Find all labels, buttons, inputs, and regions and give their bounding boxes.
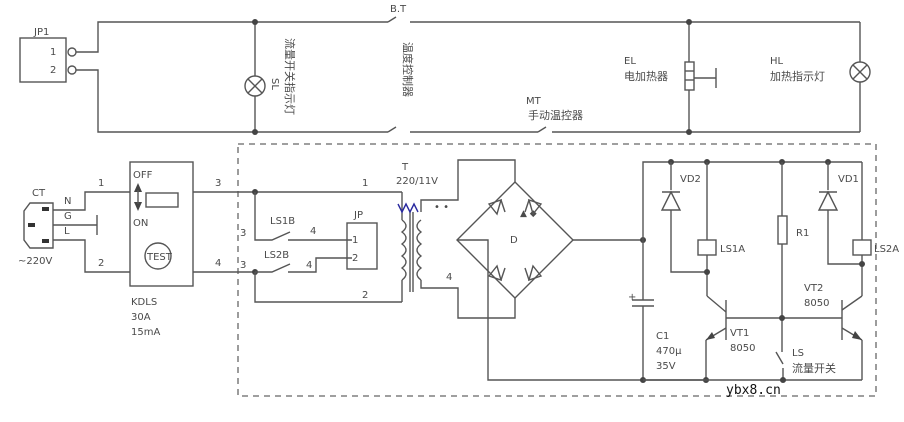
svg-text:▲ ◆: ▲ ◆ bbox=[520, 209, 537, 219]
ct-power-socket: CT ~220V N G L bbox=[18, 188, 72, 267]
svg-text:3: 3 bbox=[240, 260, 246, 271]
jp-connector: JP 1 2 bbox=[346, 210, 378, 270]
relay-coil-ls1a: LS1A bbox=[697, 162, 745, 296]
svg-text:D: D bbox=[510, 235, 518, 246]
svg-text:VD2: VD2 bbox=[680, 174, 701, 185]
kdls-leakage-breaker: OFF ON TEST KDLS 30A 15mA bbox=[129, 161, 194, 338]
svg-text:流量开关指示灯: 流量开关指示灯 bbox=[283, 38, 297, 115]
transistor-vt1: VT1 8050 bbox=[705, 295, 842, 380]
svg-text:8050: 8050 bbox=[730, 343, 755, 354]
svg-text:470μ: 470μ bbox=[656, 346, 682, 357]
svg-text:4: 4 bbox=[215, 258, 221, 269]
svg-text:MT: MT bbox=[526, 96, 542, 107]
svg-text:+: + bbox=[628, 292, 636, 303]
svg-text:LS: LS bbox=[792, 348, 804, 359]
svg-text:2: 2 bbox=[98, 258, 104, 269]
diode-vd1: VD1 bbox=[817, 162, 862, 265]
svg-text:C1: C1 bbox=[656, 331, 669, 342]
svg-text:KDLS: KDLS bbox=[131, 297, 157, 308]
resistor-r1: R1 bbox=[777, 162, 809, 322]
svg-text:手动温控器: 手动温控器 bbox=[528, 108, 583, 122]
svg-text:TEST: TEST bbox=[146, 252, 173, 263]
svg-text:4: 4 bbox=[310, 226, 316, 237]
svg-text:1: 1 bbox=[50, 47, 56, 58]
svg-text:4: 4 bbox=[446, 272, 452, 283]
svg-text:• •: • • bbox=[434, 202, 449, 213]
relay-coil-ls2a: LS2A bbox=[852, 162, 899, 296]
svg-text:B.T: B.T bbox=[390, 4, 407, 15]
svg-text:T: T bbox=[401, 162, 409, 173]
svg-text:LS2B: LS2B bbox=[264, 250, 289, 261]
svg-text:电加热器: 电加热器 bbox=[624, 70, 668, 83]
svg-text:15mA: 15mA bbox=[131, 327, 160, 338]
svg-text:VT2: VT2 bbox=[804, 283, 823, 294]
watermark: ybx8.cn bbox=[726, 383, 781, 398]
svg-text:R1: R1 bbox=[796, 228, 809, 239]
svg-text:4: 4 bbox=[306, 260, 312, 271]
svg-text:加热指示灯: 加热指示灯 bbox=[770, 69, 825, 83]
svg-text:流量开关: 流量开关 bbox=[792, 361, 836, 375]
bt-temperature-controller: B.T 温度控制器 bbox=[387, 4, 860, 133]
svg-text:JP1: JP1 bbox=[33, 27, 49, 38]
svg-text:1: 1 bbox=[362, 178, 368, 189]
transformer-t: T 220/11V • • bbox=[396, 162, 449, 302]
svg-text:温度控制器: 温度控制器 bbox=[401, 42, 415, 97]
svg-text:N: N bbox=[64, 196, 71, 207]
svg-text:G: G bbox=[64, 211, 72, 222]
jp1-connector: JP1 1 2 bbox=[19, 27, 77, 83]
svg-text:220/11V: 220/11V bbox=[396, 176, 438, 187]
svg-text:~220V: ~220V bbox=[18, 256, 52, 267]
mt-manual-thermostat: MT 手动温控器 bbox=[526, 96, 860, 133]
svg-text:3: 3 bbox=[240, 228, 246, 239]
svg-text:L: L bbox=[64, 226, 70, 237]
control-board-boundary bbox=[237, 143, 877, 397]
svg-text:8050: 8050 bbox=[804, 298, 829, 309]
ls2b-switch: LS2B 4 bbox=[255, 250, 352, 273]
svg-text:35V: 35V bbox=[656, 361, 676, 372]
capacitor-c1: + C1 470μ 35V bbox=[628, 240, 682, 380]
svg-text:LS2A: LS2A bbox=[874, 244, 899, 255]
ls-flow-switch: LS 流量开关 bbox=[775, 322, 836, 380]
svg-text:JP: JP bbox=[353, 210, 363, 221]
svg-text:2: 2 bbox=[50, 65, 56, 76]
sl-indicator-lamp: SL 流量开关指示灯 bbox=[244, 19, 297, 135]
svg-text:EL: EL bbox=[624, 56, 636, 67]
svg-text:ON: ON bbox=[133, 218, 148, 229]
svg-text:CT: CT bbox=[32, 188, 46, 199]
bridge-rectifier-d: D bbox=[456, 181, 574, 299]
svg-text:1: 1 bbox=[352, 235, 358, 246]
el-electric-heater: EL 电加热器 bbox=[624, 19, 717, 135]
svg-text:3: 3 bbox=[215, 178, 221, 189]
svg-text:HL: HL bbox=[770, 56, 784, 67]
hl-heating-indicator-lamp: HL 加热指示灯 bbox=[770, 22, 871, 132]
svg-text:2: 2 bbox=[352, 253, 358, 264]
diode-vd2: VD2 bbox=[660, 162, 707, 273]
svg-text:VD1: VD1 bbox=[838, 174, 859, 185]
svg-text:30A: 30A bbox=[131, 312, 151, 323]
svg-text:2: 2 bbox=[362, 290, 368, 301]
svg-text:SL: SL bbox=[269, 78, 280, 90]
svg-text:OFF: OFF bbox=[133, 170, 153, 181]
svg-text:LS1B: LS1B bbox=[270, 216, 295, 227]
svg-text:VT1: VT1 bbox=[730, 328, 749, 339]
svg-text:1: 1 bbox=[98, 178, 104, 189]
svg-text:LS1A: LS1A bbox=[720, 244, 745, 255]
transistor-vt2: VT2 8050 bbox=[804, 283, 863, 380]
ls1b-switch: LS1B 4 bbox=[254, 192, 352, 241]
